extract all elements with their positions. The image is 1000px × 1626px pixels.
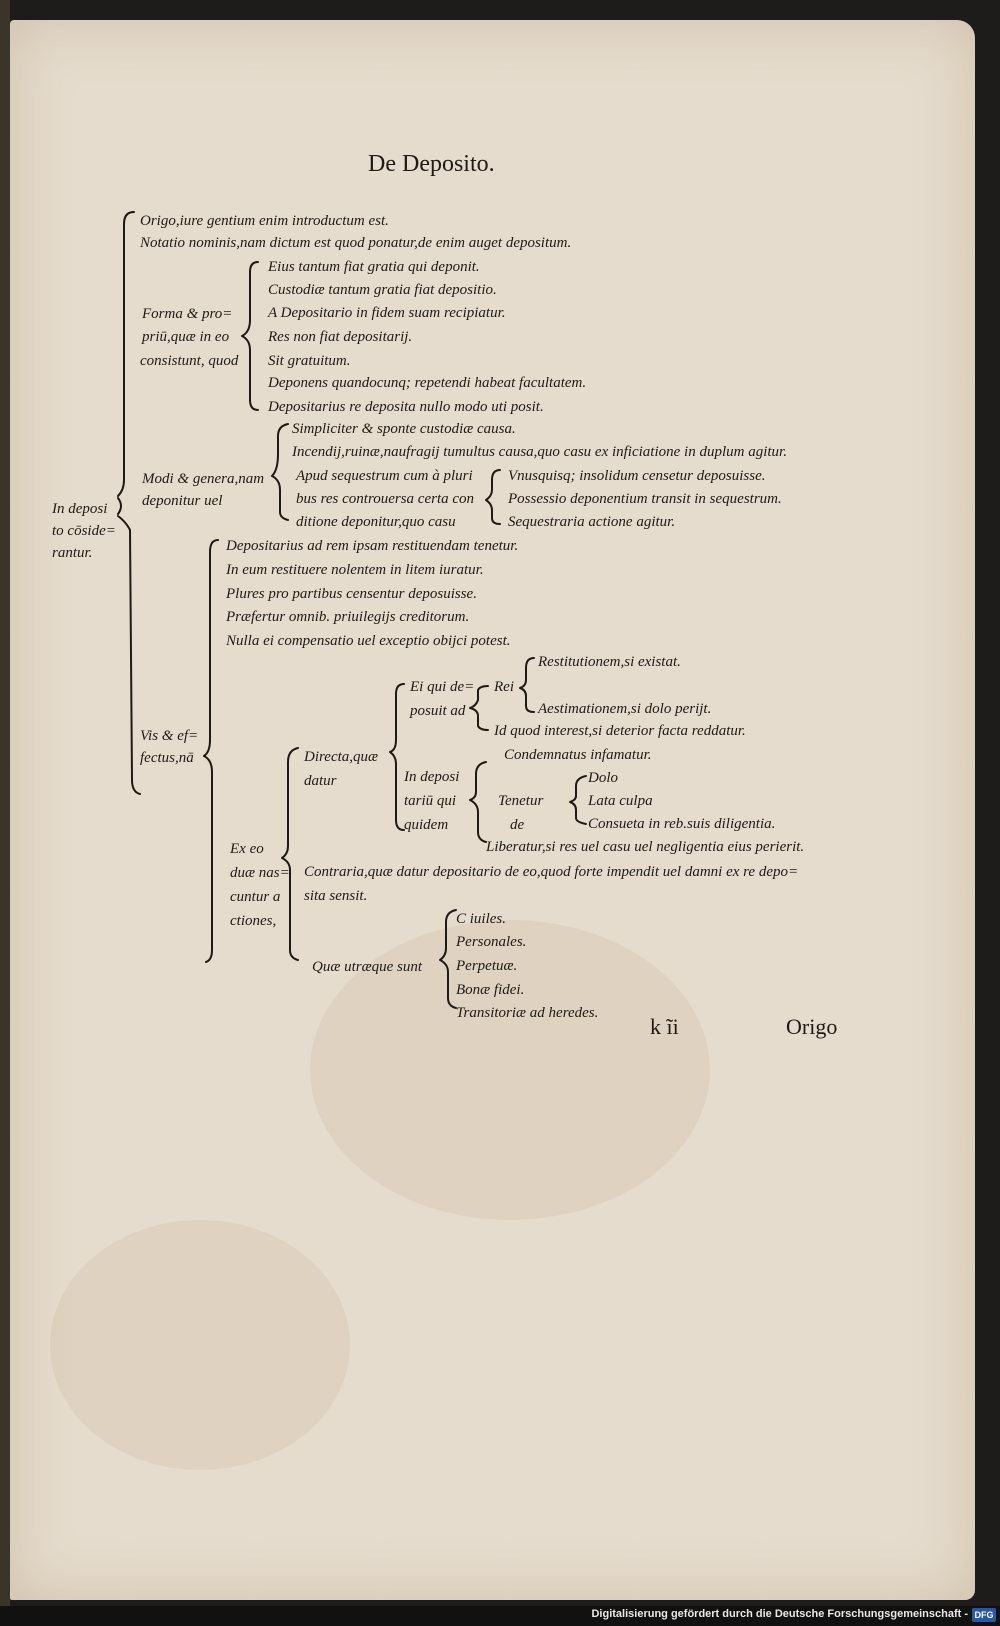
forma-item: A Depositario in fidem suam recipiatur. xyxy=(268,305,506,321)
root-brace xyxy=(117,497,122,515)
tenetur-item: Dolo xyxy=(588,770,618,786)
footer-credit: Digitalisierung gefördert durch die Deut… xyxy=(591,1608,968,1620)
book-page xyxy=(10,20,975,1600)
root-label-line-2: to cōside= xyxy=(52,523,116,539)
in-depo-label-3: quidem xyxy=(404,817,449,833)
forma-label-2: priū,quæ in eo xyxy=(142,329,230,345)
vis-brace-upper xyxy=(203,539,219,757)
forma-label-3: consistunt, quod xyxy=(140,353,239,369)
in-depositarium-brace xyxy=(469,761,487,843)
modi-item: Apud sequestrum cum à pluri xyxy=(296,468,473,484)
directa-label-2: datur xyxy=(304,773,337,789)
quae-item: Personales. xyxy=(456,934,527,950)
rei-inner-brace xyxy=(519,657,535,713)
quae-item: Transitoriæ ad heredes. xyxy=(456,1005,599,1021)
modi-label-1: Modi & genera,nam xyxy=(142,471,265,487)
sequestrum-item: Possessio deponentium transit in sequest… xyxy=(508,491,782,507)
rei-label: Rei xyxy=(494,679,514,695)
vis-item: Nulla ei compensatio uel exceptio obijci… xyxy=(226,633,511,649)
in-depo-label-2: tariū qui xyxy=(404,793,457,809)
vis-label-2: fectus,nā xyxy=(140,750,194,766)
paper-stain xyxy=(310,920,710,1220)
tenetur-brace xyxy=(569,775,587,825)
vis-brace-lower xyxy=(203,755,213,963)
forma-item: Sit gratuitum. xyxy=(268,353,351,369)
ex-eo-label-1: Ex eo xyxy=(230,841,264,857)
origo-text: Origo,iure gentium enim introductum est. xyxy=(140,213,389,229)
paper-stain xyxy=(50,1220,350,1470)
sequestrum-item: Vnusquisq; insolidum censetur deposuisse… xyxy=(508,468,766,484)
rei-item: Aestimationem,si dolo perijt. xyxy=(538,701,712,717)
page-title: De Deposito. xyxy=(368,151,495,177)
catchword: Origo xyxy=(786,1014,838,1039)
quae-item: Bonæ fidei. xyxy=(456,982,525,998)
root-label-line-1: In deposi xyxy=(52,501,108,517)
modi-item: Incendij,ruinæ,naufragij tumultus causa,… xyxy=(292,444,787,460)
forma-brace xyxy=(241,261,259,411)
ei-qui-label-1: Ei qui de= xyxy=(410,679,475,695)
ex-eo-label-2: duæ nas= xyxy=(230,865,290,881)
rei-item: Restitutionem,si existat. xyxy=(538,654,681,670)
forma-item: Custodiæ tantum gratia fiat depositio. xyxy=(268,282,497,298)
vis-item: In eum restituere nolentem in litem iura… xyxy=(226,562,484,578)
ex-eo-label-3: cuntur a xyxy=(230,889,281,905)
sequestrum-brace xyxy=(485,469,501,525)
tenetur-item: Consueta in reb.suis diligentia. xyxy=(588,816,776,832)
outer-brace-lower xyxy=(117,515,141,795)
forma-label-1: Forma & pro= xyxy=(142,306,233,322)
forma-item: Deponens quandocunq; repetendi habeat fa… xyxy=(268,375,587,391)
outer-brace-upper xyxy=(117,211,135,497)
quae-brace xyxy=(439,909,457,1009)
modi-item: bus res controuersa certa con xyxy=(296,491,475,507)
forma-item: Depositarius re deposita nullo modo uti … xyxy=(268,399,544,415)
ex-eo-label-4: ctiones, xyxy=(230,913,277,929)
modi-item: Simpliciter & sponte custodiæ causa. xyxy=(292,421,516,437)
vis-label-1: Vis & ef= xyxy=(140,728,199,744)
modi-brace xyxy=(271,423,289,521)
ei-qui-label-2: posuit ad xyxy=(410,703,466,719)
sequestrum-item: Sequestraria actione agitur. xyxy=(508,514,676,530)
tenetur-label-1: Tenetur xyxy=(498,793,544,809)
condemnatus-text: Condemnatus infamatur. xyxy=(504,747,652,763)
scan-background xyxy=(0,0,10,1626)
rei-brace xyxy=(469,685,489,731)
quae-item: Perpetuæ. xyxy=(456,958,518,974)
vis-item: Plures pro partibus censentur deposuisse… xyxy=(226,586,477,602)
contraria-line-2: sita sensit. xyxy=(304,888,368,904)
vis-item: Præfertur omnib. priuilegijs creditorum. xyxy=(226,609,470,625)
root-label-line-3: rantur. xyxy=(52,545,93,561)
modi-label-2: deponitur uel xyxy=(142,493,223,509)
in-depo-label-1: In deposi xyxy=(404,769,460,785)
ei-qui-brace xyxy=(389,683,405,831)
dfg-logo: DFG xyxy=(972,1608,996,1622)
contraria-line-1: Contraria,quæ datur depositario de eo,qu… xyxy=(304,864,799,880)
notatio-text: Notatio nominis,nam dictum est quod pona… xyxy=(140,235,572,251)
footer-bar xyxy=(0,1606,1000,1626)
actions-brace xyxy=(281,747,299,961)
forma-item: Eius tantum fiat gratia qui deponit. xyxy=(268,259,480,275)
modi-item: ditione deponitur,quo casu xyxy=(296,514,456,530)
id-quod-text: Id quod interest,si deterior facta redda… xyxy=(494,723,746,739)
vis-item: Depositarius ad rem ipsam restituendam t… xyxy=(226,538,519,554)
quae-item: C iuiles. xyxy=(456,911,507,927)
quae-label: Quæ utræque sunt xyxy=(312,959,423,975)
signature-mark: k ĩi xyxy=(650,1014,679,1039)
forma-item: Res non fiat depositarij. xyxy=(268,329,413,345)
liberatur-text: Liberatur,si res uel casu uel negligenti… xyxy=(486,839,805,855)
tenetur-item: Lata culpa xyxy=(588,793,653,809)
directa-label-1: Directa,quæ xyxy=(304,749,379,765)
tenetur-label-2: de xyxy=(510,817,525,833)
